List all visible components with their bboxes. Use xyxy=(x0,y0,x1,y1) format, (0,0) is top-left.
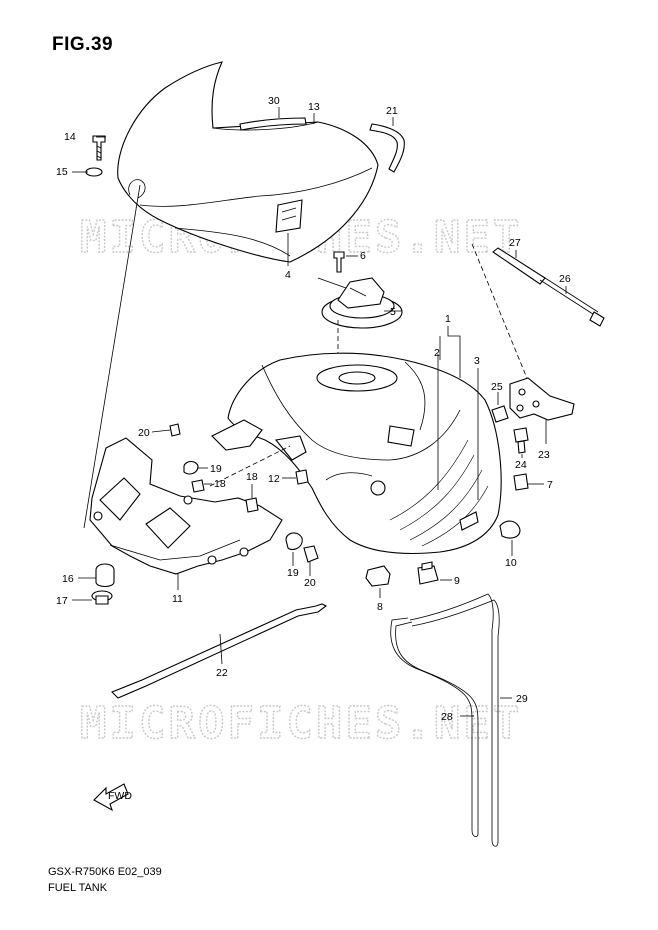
part-20-clip-lower[interactable] xyxy=(303,545,319,563)
part-8-cushion[interactable] xyxy=(365,565,391,587)
callout-21: 21 xyxy=(386,105,398,117)
part-7-cushion[interactable] xyxy=(513,473,529,491)
part-22-breather-rod[interactable] xyxy=(111,603,328,699)
fwd-label: FWD xyxy=(108,790,132,802)
callout-23: 23 xyxy=(538,449,550,461)
callout-9: 9 xyxy=(454,575,460,587)
part-15-washer[interactable] xyxy=(85,167,103,177)
callout-22: 22 xyxy=(216,667,228,679)
part-26-bolt[interactable] xyxy=(539,275,605,327)
part-11-tank-bracket[interactable] xyxy=(89,437,283,575)
model-code: GSX-R750K6 E02_039 xyxy=(48,866,162,878)
callout-6: 6 xyxy=(360,250,366,262)
callout-11: 11 xyxy=(172,593,183,605)
callout-19-lower: 19 xyxy=(287,567,299,579)
watermark-bottom: MICROFICHES.NET xyxy=(80,698,522,749)
part-24-bolt[interactable] xyxy=(513,427,529,454)
callout-14: 14 xyxy=(64,131,76,143)
part-23-bracket[interactable] xyxy=(509,377,575,421)
part-10-cushion[interactable] xyxy=(499,520,521,539)
callout-2: 2 xyxy=(434,347,440,359)
part-13-tank-cover[interactable] xyxy=(117,61,379,263)
part-29-overflow-hose[interactable] xyxy=(409,593,500,847)
callout-26: 26 xyxy=(559,273,571,285)
callout-16: 16 xyxy=(62,573,74,585)
part-9-damper[interactable] xyxy=(417,561,439,585)
callout-10: 10 xyxy=(505,557,517,569)
fwd-direction-icon: FWD xyxy=(93,783,132,812)
callout-30: 30 xyxy=(268,95,280,107)
part-5-fuel-cap[interactable] xyxy=(317,277,403,329)
callout-12: 12 xyxy=(268,473,280,485)
part-1-fuel-tank[interactable] xyxy=(211,352,502,554)
part-28-fuel-hose[interactable] xyxy=(390,617,479,837)
section-title: FUEL TANK xyxy=(48,882,108,894)
callout-1: 1 xyxy=(445,313,451,325)
callout-28: 28 xyxy=(441,711,453,723)
callout-18-upper: 18 xyxy=(214,478,226,490)
callout-17: 17 xyxy=(56,595,68,607)
part-6-bolt[interactable] xyxy=(333,251,345,273)
part-30-trim-strip[interactable] xyxy=(239,117,307,131)
callout-19-upper: 19 xyxy=(210,463,222,475)
part-19-grommet-upper[interactable] xyxy=(183,460,199,475)
part-21-drain-hose[interactable] xyxy=(369,123,405,173)
callout-18-lower: 18 xyxy=(246,471,258,483)
callout-20-upper: 20 xyxy=(138,427,150,439)
part-12-bolt[interactable] xyxy=(295,469,309,485)
part-16-cushion[interactable] xyxy=(95,563,115,588)
part-18-collar-lower[interactable] xyxy=(245,497,259,513)
callout-4: 4 xyxy=(285,269,291,281)
callout-27: 27 xyxy=(509,237,521,249)
callout-15: 15 xyxy=(56,166,68,178)
callout-13: 13 xyxy=(308,101,320,113)
part-19-grommet-lower[interactable] xyxy=(285,532,303,551)
part-25-nut[interactable] xyxy=(491,405,509,423)
callout-29: 29 xyxy=(516,693,528,705)
part-17-collar[interactable] xyxy=(91,590,113,605)
callout-20-lower: 20 xyxy=(304,577,316,589)
callout-7: 7 xyxy=(547,479,553,491)
callout-24: 24 xyxy=(515,459,527,471)
callout-5: 5 xyxy=(390,306,396,318)
part-20-clip-upper[interactable] xyxy=(169,423,181,437)
figure-title: FIG.39 xyxy=(52,34,114,55)
part-18-collar-upper[interactable] xyxy=(191,479,205,493)
part-14-screw[interactable] xyxy=(92,135,106,161)
callout-8: 8 xyxy=(377,601,383,613)
callout-25: 25 xyxy=(491,381,503,393)
callout-3: 3 xyxy=(474,355,480,367)
